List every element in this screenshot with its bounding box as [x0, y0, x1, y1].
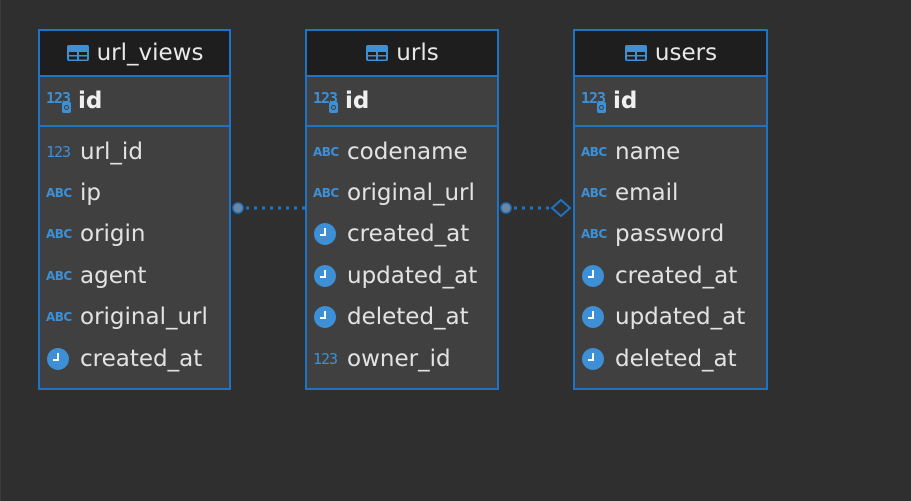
key-icon: 123	[46, 89, 74, 113]
column-row[interactable]: created_at	[307, 214, 497, 255]
entity-header[interactable]: urls	[307, 31, 497, 77]
column-row[interactable]: 123 url_id	[40, 131, 229, 172]
entity-title: users	[654, 40, 718, 66]
column-row[interactable]: ABC original_url	[307, 172, 497, 213]
column-name: created_at	[347, 221, 470, 248]
clock-icon	[581, 264, 609, 288]
column-name: deleted_at	[615, 345, 737, 372]
column-row[interactable]: ABC codename	[307, 131, 497, 172]
entity-title: urls	[396, 40, 439, 66]
clock-icon	[313, 305, 341, 329]
column-row[interactable]: updated_at	[307, 255, 497, 296]
clock-icon	[581, 347, 609, 371]
entity-title: url_views	[96, 40, 204, 66]
column-name: id	[78, 88, 103, 114]
column-row[interactable]: ABC original_url	[40, 297, 229, 338]
relation-end-diamond	[550, 198, 572, 218]
column-name: original_url	[347, 180, 475, 207]
primary-key-row[interactable]: 123 id	[307, 77, 497, 127]
text-type-icon: ABC	[46, 227, 72, 242]
primary-key-row[interactable]: 123 id	[575, 77, 766, 127]
text-type-icon: ABC	[313, 144, 339, 159]
column-name: origin	[80, 221, 146, 248]
column-name: deleted_at	[347, 304, 469, 331]
column-name: updated_at	[615, 304, 746, 331]
relation-start-dot	[232, 202, 244, 214]
text-type-icon: ABC	[46, 268, 72, 283]
column-name: created_at	[615, 262, 738, 289]
entity-users[interactable]: users 123 id ABC name ABC email ABC pass…	[573, 29, 768, 390]
primary-key-row[interactable]: 123 id	[40, 77, 229, 127]
column-name: created_at	[80, 345, 203, 372]
text-type-icon: ABC	[581, 144, 607, 159]
text-type-icon: ABC	[313, 186, 339, 201]
number-type-icon: 123	[313, 349, 338, 368]
table-icon	[624, 45, 647, 61]
column-name: id	[613, 88, 638, 114]
table-icon	[366, 45, 389, 61]
column-row[interactable]: ABC password	[575, 214, 766, 255]
number-type-icon: 123	[46, 142, 71, 161]
key-icon: 123	[581, 89, 609, 113]
column-list: ABC name ABC email ABC password created_…	[575, 127, 766, 379]
relation-urls-users[interactable]	[500, 198, 572, 218]
entity-header[interactable]: url_views	[40, 31, 229, 77]
relation-url_views-urls[interactable]	[232, 202, 306, 214]
column-row[interactable]: ABC name	[575, 131, 766, 172]
column-name: url_id	[80, 138, 143, 165]
relation-start-dot	[500, 202, 512, 214]
column-row[interactable]: ABC agent	[40, 255, 229, 296]
column-name: name	[615, 138, 681, 165]
column-list: 123 url_id ABC ip ABC origin ABC agent A…	[40, 127, 229, 379]
key-icon: 123	[313, 89, 341, 113]
entity-urls[interactable]: urls 123 id ABC codename ABC original_ur…	[305, 29, 499, 390]
text-type-icon: ABC	[46, 186, 72, 201]
column-name: original_url	[80, 304, 208, 331]
column-name: owner_id	[347, 345, 451, 372]
entity-url_views[interactable]: url_views 123 id 123 url_id ABC ip ABC o…	[38, 29, 231, 390]
column-name: ip	[80, 180, 101, 207]
column-row[interactable]: ABC ip	[40, 172, 229, 213]
text-type-icon: ABC	[581, 186, 607, 201]
column-name: codename	[347, 138, 468, 165]
text-type-icon: ABC	[46, 310, 72, 325]
column-row[interactable]: deleted_at	[575, 338, 766, 379]
clock-icon	[313, 264, 341, 288]
column-list: ABC codename ABC original_url created_at…	[307, 127, 497, 379]
column-row[interactable]: ABC origin	[40, 214, 229, 255]
column-name: email	[615, 180, 679, 207]
column-name: password	[615, 221, 725, 248]
clock-icon	[313, 222, 341, 246]
column-row[interactable]: ABC email	[575, 172, 766, 213]
clock-icon	[46, 347, 74, 371]
text-type-icon: ABC	[581, 227, 607, 242]
column-name: updated_at	[347, 262, 478, 289]
column-row[interactable]: created_at	[575, 255, 766, 296]
table-icon	[66, 45, 89, 61]
column-row[interactable]: updated_at	[575, 297, 766, 338]
entity-header[interactable]: users	[575, 31, 766, 77]
column-row[interactable]: 123 owner_id	[307, 338, 497, 379]
column-name: agent	[80, 262, 147, 289]
clock-icon	[581, 305, 609, 329]
column-name: id	[345, 88, 370, 114]
column-row[interactable]: deleted_at	[307, 297, 497, 338]
column-row[interactable]: created_at	[40, 338, 229, 379]
